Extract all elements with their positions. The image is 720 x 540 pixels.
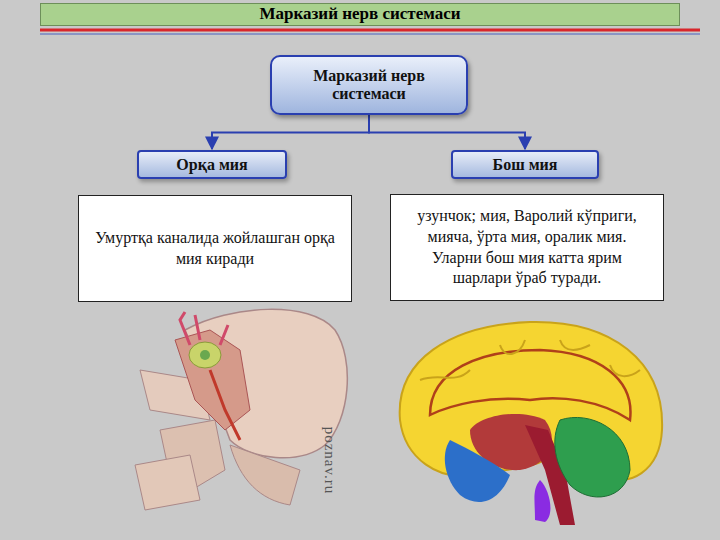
rule-line [40, 34, 700, 35]
title-bar: Марказий нерв системаси [40, 3, 680, 26]
connector [212, 115, 369, 149]
description-box: Умуртқа каналида жойлашган орқа мия кира… [78, 195, 352, 302]
rule-line [40, 29, 700, 32]
root-box: Марказий нерв системаси [270, 55, 468, 115]
watermark: poznav.ru [322, 426, 339, 494]
brain-illustration [400, 322, 662, 525]
connector [369, 115, 525, 149]
node-text: Орқа мия [176, 156, 247, 174]
description-box: узунчок; мия, Варолий кўприги, мияча, ўр… [390, 194, 664, 301]
category-box: Бош мия [451, 150, 599, 179]
vertebra-illustration [135, 309, 347, 510]
node-text: Марказий нерв системаси [282, 67, 456, 103]
node-text: узунчок; мия, Варолий кўприги, мияча, ўр… [403, 206, 651, 289]
node-text: Умуртқа каналида жойлашган орқа мия кира… [91, 228, 339, 270]
node-text: Бош мия [493, 156, 558, 174]
category-box: Орқа мия [137, 150, 287, 179]
